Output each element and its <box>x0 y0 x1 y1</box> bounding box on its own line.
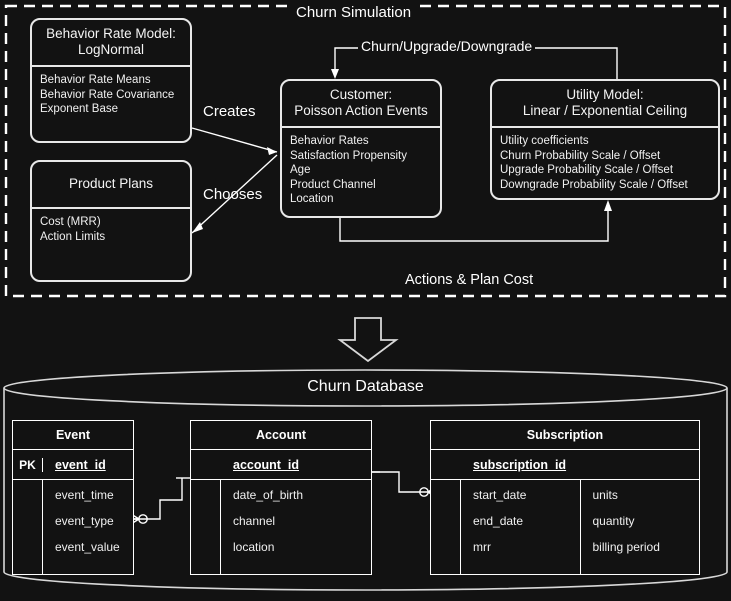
table-subscription-field-list-right: units quantity billing period <box>579 480 700 574</box>
table-account-pk-row: account_id <box>191 450 371 480</box>
field: event_time <box>55 488 114 502</box>
field: location <box>233 540 275 554</box>
field: event_value <box>55 540 120 554</box>
attribute: Behavior Rate Means <box>40 74 151 86</box>
table-subscription-field-marker-col <box>431 480 461 574</box>
edge-label-churn-upgrade-downgrade: Churn/Upgrade/Downgrade <box>358 38 536 54</box>
field: channel <box>233 514 276 528</box>
attribute: Behavior Rates <box>290 135 369 147</box>
attribute: Satisfaction Propensity <box>290 149 407 162</box>
node-customer: Customer: Poisson Action Events Behavior… <box>280 79 442 218</box>
table-account-title: Account <box>191 421 371 450</box>
table-subscription-fields: start_date end_date mrr units quantity b… <box>431 480 699 574</box>
attribute: Age <box>290 164 311 176</box>
simulation-panel-title: Churn Simulation <box>290 4 418 21</box>
database-title: Churn Database <box>307 378 424 395</box>
table-account-field-marker-col <box>191 480 221 574</box>
edge-label-chooses: Chooses <box>203 186 263 203</box>
product-plans-header: Product Plans <box>32 162 190 209</box>
attribute: Product Channel <box>290 178 376 191</box>
product-plans-attributes: Cost (MRR) Action Limits <box>32 209 190 280</box>
node-behavior-rate-model: Behavior Rate Model: LogNormal Behavior … <box>30 18 192 143</box>
attribute: Churn Probability Scale / Offset <box>500 149 661 162</box>
event-account-connector <box>130 477 190 525</box>
table-event-field-marker-col <box>13 480 43 574</box>
table-event-pk-marker: PK <box>13 457 43 472</box>
node-product-plans: Product Plans Cost (MRR) Action Limits <box>30 160 192 282</box>
table-event-primary-key: event_id <box>55 457 106 472</box>
table-subscription-field-list-left: start_date end_date mrr <box>461 480 580 574</box>
table-event-fields: event_time event_type event_value <box>13 480 133 574</box>
table-event-pk-row: PK event_id <box>13 450 133 480</box>
table-account: Account account_id date_of_birth channel… <box>190 420 372 575</box>
attribute: Location <box>290 193 334 205</box>
account-subscription-connector <box>366 471 437 498</box>
table-event-title: Event <box>13 421 133 450</box>
table-subscription: Subscription subscription_id start_date … <box>430 420 700 575</box>
edge-label-creates: Creates <box>203 103 256 120</box>
table-event-field-list: event_time event_type event_value <box>43 480 133 574</box>
attribute: Behavior Rate Covariance <box>40 88 175 101</box>
field: start_date <box>473 488 527 502</box>
behavior-rate-model-attributes: Behavior Rate Means Behavior Rate Covari… <box>32 67 190 141</box>
attribute: Downgrade Probability Scale / Offset <box>500 178 688 191</box>
field: quantity <box>592 514 635 528</box>
table-subscription-pk-row: subscription_id <box>431 450 699 480</box>
attribute: Exponent Base <box>40 103 119 115</box>
down-arrow-icon <box>337 317 399 363</box>
field: mrr <box>473 540 491 554</box>
table-event: Event PK event_id event_time event_type … <box>12 420 134 575</box>
field: billing period <box>592 540 660 554</box>
caption-actions-plan-cost: Actions & Plan Cost <box>405 272 534 288</box>
field: event_type <box>55 514 114 528</box>
attribute: Upgrade Probability Scale / Offset <box>500 164 674 176</box>
field: units <box>592 488 618 502</box>
creates-arrow <box>191 127 278 155</box>
customer-header: Customer: Poisson Action Events <box>282 81 440 128</box>
field: date_of_birth <box>233 488 304 502</box>
attribute: Cost (MRR) <box>40 216 101 228</box>
table-subscription-title: Subscription <box>431 421 699 450</box>
attribute: Action Limits <box>40 230 106 243</box>
table-account-fields: date_of_birth channel location <box>191 480 371 574</box>
customer-attributes: Behavior Rates Satisfaction Propensity A… <box>282 128 440 216</box>
field: end_date <box>473 514 524 528</box>
attribute: Utility coefficients <box>500 135 589 147</box>
table-subscription-primary-key: subscription_id <box>473 457 567 472</box>
utility-model-attributes: Utility coefficients Churn Probability S… <box>492 128 718 198</box>
table-account-field-list: date_of_birth channel location <box>221 480 371 574</box>
utility-model-header: Utility Model: Linear / Exponential Ceil… <box>492 81 718 128</box>
behavior-rate-model-header: Behavior Rate Model: LogNormal <box>32 20 190 67</box>
table-account-primary-key: account_id <box>233 457 299 472</box>
node-utility-model: Utility Model: Linear / Exponential Ceil… <box>490 79 720 200</box>
